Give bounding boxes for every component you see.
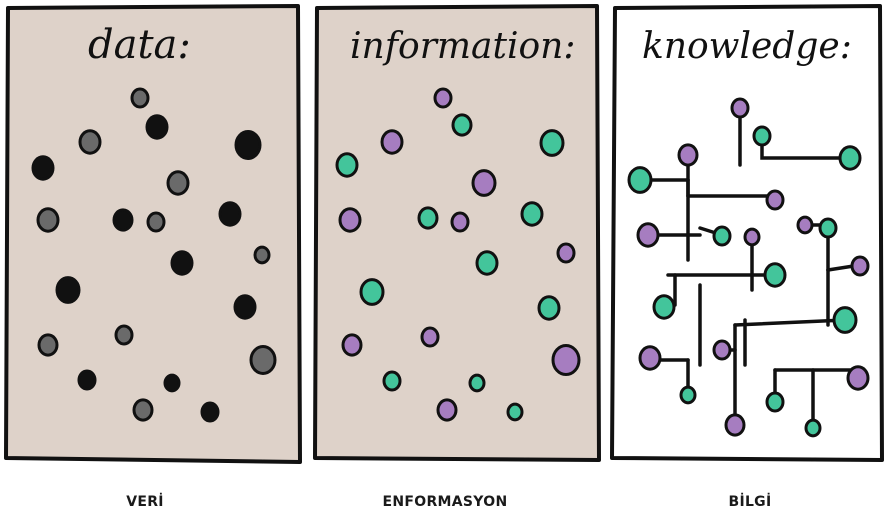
information-dot xyxy=(335,152,359,178)
data-dot xyxy=(249,345,277,375)
knowledge-node xyxy=(712,225,732,247)
knowledge-node xyxy=(627,166,653,194)
information-dot xyxy=(520,201,544,227)
caption-information: ENFORMASYON xyxy=(382,494,508,510)
knowledge-node xyxy=(846,365,870,391)
information-dot xyxy=(539,129,565,157)
information-dot xyxy=(556,242,576,264)
information-dot xyxy=(471,169,497,197)
information-dot xyxy=(382,370,402,392)
knowledge-node xyxy=(850,255,870,277)
knowledge-node xyxy=(818,217,838,239)
information-dot xyxy=(338,207,362,233)
data-dot xyxy=(200,401,220,423)
data-dot xyxy=(55,276,81,304)
information-dot xyxy=(451,113,473,137)
panel-knowledge-title: knowledge: xyxy=(642,26,852,67)
data-dot xyxy=(166,170,190,196)
information-dot xyxy=(341,333,363,357)
information-dot xyxy=(359,278,385,306)
data-dots xyxy=(31,87,277,423)
data-dot xyxy=(234,130,262,160)
knowledge-node xyxy=(730,97,750,119)
information-dot xyxy=(436,398,458,422)
data-dot xyxy=(170,250,194,276)
information-dot xyxy=(537,295,561,321)
information-dots xyxy=(335,87,581,422)
panel-information-title: information: xyxy=(350,26,575,67)
caption-knowledge: BİLGİ xyxy=(728,494,772,510)
knowledge-node xyxy=(796,215,814,235)
knowledge-node xyxy=(765,391,785,413)
knowledge-node xyxy=(838,145,862,171)
knowledge-node xyxy=(832,306,858,334)
data-dot xyxy=(78,129,102,155)
panel-information-frame xyxy=(313,4,601,462)
knowledge-node xyxy=(743,227,761,247)
data-dot xyxy=(31,155,55,181)
knowledge-node xyxy=(677,143,699,167)
knowledge-connection xyxy=(733,318,847,327)
panel-data-frame xyxy=(4,4,302,464)
data-dot xyxy=(145,114,169,140)
information-dot xyxy=(450,211,470,233)
data-dot xyxy=(218,201,242,227)
information-dot xyxy=(475,250,499,276)
data-dot xyxy=(253,245,271,265)
information-dot xyxy=(420,326,440,348)
data-dot xyxy=(114,324,134,346)
data-dot xyxy=(233,294,257,320)
knowledge-node xyxy=(804,418,822,438)
knowledge-node xyxy=(763,262,787,288)
knowledge-node xyxy=(765,189,785,211)
knowledge-node xyxy=(752,125,772,147)
information-dot xyxy=(506,402,524,422)
information-dot xyxy=(551,343,581,377)
knowledge-node xyxy=(724,413,746,437)
information-dot xyxy=(468,373,486,393)
data-dot xyxy=(37,333,59,357)
knowledge-node xyxy=(679,385,697,405)
knowledge-node xyxy=(712,339,732,361)
knowledge-nodes xyxy=(627,97,870,438)
knowledge-node xyxy=(636,222,660,248)
knowledge-node xyxy=(652,294,676,320)
panel-data-title: data: xyxy=(88,22,191,68)
data-dot xyxy=(112,208,134,232)
information-dot xyxy=(417,206,439,230)
data-dot xyxy=(77,369,97,391)
data-dot xyxy=(130,87,150,109)
data-dot xyxy=(163,373,181,393)
knowledge-node xyxy=(638,345,662,371)
data-dot xyxy=(146,211,166,233)
information-dot xyxy=(433,87,453,109)
data-dot xyxy=(132,398,154,422)
information-dot xyxy=(380,129,404,155)
caption-data: VERİ xyxy=(126,494,164,510)
data-dot xyxy=(36,207,60,233)
